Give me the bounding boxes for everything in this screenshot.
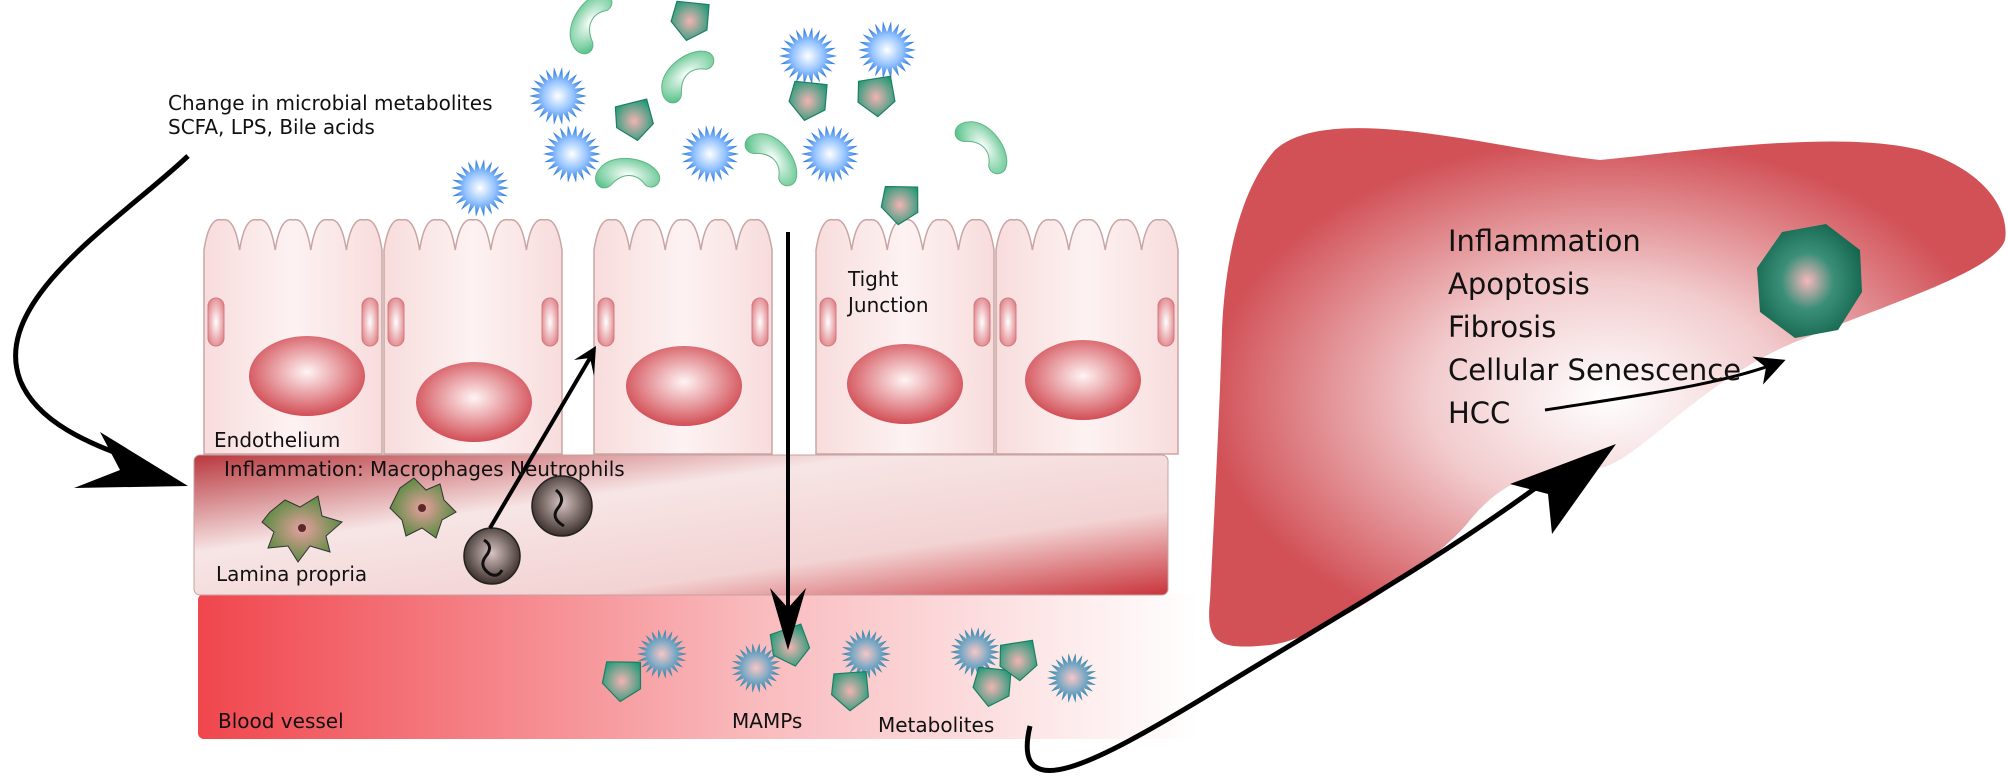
teal-shield-metabolite-icon [830, 670, 870, 712]
blood-vessel [198, 594, 1198, 739]
teal-shield-metabolite-icon [769, 623, 811, 667]
blue-star-microbe-icon [543, 125, 601, 183]
teal-shield-metabolite-icon [670, 0, 710, 42]
tight-junction [207, 297, 225, 347]
liver-outcomes-list: Inflammation Apoptosis Fibrosis Cellular… [1448, 220, 1741, 435]
outcome-hcc: HCC [1448, 396, 1511, 430]
metabolite-microbe-icon [1047, 653, 1097, 703]
green-bean-bacterium-icon [744, 133, 798, 187]
blood-to-liver-arrowhead [1510, 444, 1616, 534]
tight-junction [597, 297, 615, 347]
blood-to-liver-arrow [1024, 467, 1562, 773]
microbial-influx-arrow [13, 154, 190, 465]
inflammation-cells-label: Inflammation: Macrophages Neutrophils [224, 457, 625, 481]
metabolite-microbe-icon [950, 627, 1000, 677]
mamps-label: MAMPs [732, 709, 803, 733]
macrophage-icon [389, 477, 457, 539]
metabolites-label: Metabolites [878, 713, 995, 737]
tight-junction [999, 297, 1017, 347]
macrophage-icon [261, 495, 344, 563]
teal-shield-metabolite-icon [788, 80, 828, 122]
endothelium-label: Endothelium [214, 428, 341, 452]
microbial-influx-arrowhead [74, 432, 188, 488]
blue-star-microbe-icon [858, 21, 916, 79]
epithelial-cell [383, 218, 563, 455]
lamina-propria-label: Lamina propria [216, 562, 368, 586]
neutrophil-to-junction-arrow [488, 356, 592, 530]
epithelial-cell [203, 218, 383, 455]
nucleus [1025, 340, 1141, 420]
teal-shield-metabolite-icon [999, 639, 1038, 682]
nucleus [847, 344, 963, 424]
green-bean-bacterium-icon [595, 157, 661, 189]
teal-shield-metabolite-icon [857, 75, 896, 118]
tight-junction [751, 297, 769, 347]
metabolite-microbe-icon [637, 629, 687, 679]
outcome-fibrosis: Fibrosis [1448, 310, 1557, 344]
tight-junction [361, 297, 379, 347]
green-bean-bacterium-icon [661, 50, 715, 104]
blue-star-microbe-icon [529, 67, 587, 125]
gut-microbes [451, 0, 1008, 226]
tight-junction [973, 297, 991, 347]
nucleus [249, 336, 365, 416]
blue-star-microbe-icon [779, 27, 837, 85]
tight-junction-label: Tight Junction [848, 267, 929, 317]
blood-metabolites [601, 623, 1097, 712]
blue-star-microbe-icon [681, 125, 739, 183]
tight-junction-arrowhead [770, 588, 806, 650]
epithelial-cell-layer [203, 218, 1179, 455]
metabolite-microbe-icon [841, 629, 891, 679]
tight-junction [541, 297, 559, 347]
nucleus [626, 346, 742, 426]
hcc-progression-arrow [1544, 356, 1786, 412]
blue-star-microbe-icon [801, 125, 859, 183]
green-bean-bacterium-icon [569, 0, 613, 55]
epithelial-cell [815, 218, 995, 455]
teal-shield-metabolite-icon [614, 98, 654, 142]
neutrophil-to-junction-arrowhead [574, 346, 596, 376]
outcome-inflammation: Inflammation [1448, 224, 1641, 258]
microbial-change-label: Change in microbial metabolites SCFA, LP… [168, 91, 493, 139]
neutrophil-icon [463, 527, 521, 585]
metabolite-microbe-icon [731, 643, 781, 693]
outcome-cellular-senescence: Cellular Senescence [1448, 353, 1742, 387]
epithelial-cell [593, 218, 773, 455]
hcc-tumor-icon [1757, 224, 1862, 338]
epithelial-cell [995, 218, 1179, 455]
teal-shield-metabolite-icon [880, 185, 919, 226]
blood-vessel-label: Blood vessel [218, 709, 344, 733]
tight-junction [1157, 297, 1175, 347]
green-bean-bacterium-icon [954, 121, 1008, 175]
neutrophil-icon [531, 475, 593, 537]
blue-star-microbe-icon [451, 159, 509, 217]
tight-junction [819, 297, 837, 347]
outcome-apoptosis: Apoptosis [1448, 267, 1590, 301]
teal-shield-metabolite-icon [601, 661, 642, 703]
nucleus [416, 362, 532, 442]
tight-junction [387, 297, 405, 347]
